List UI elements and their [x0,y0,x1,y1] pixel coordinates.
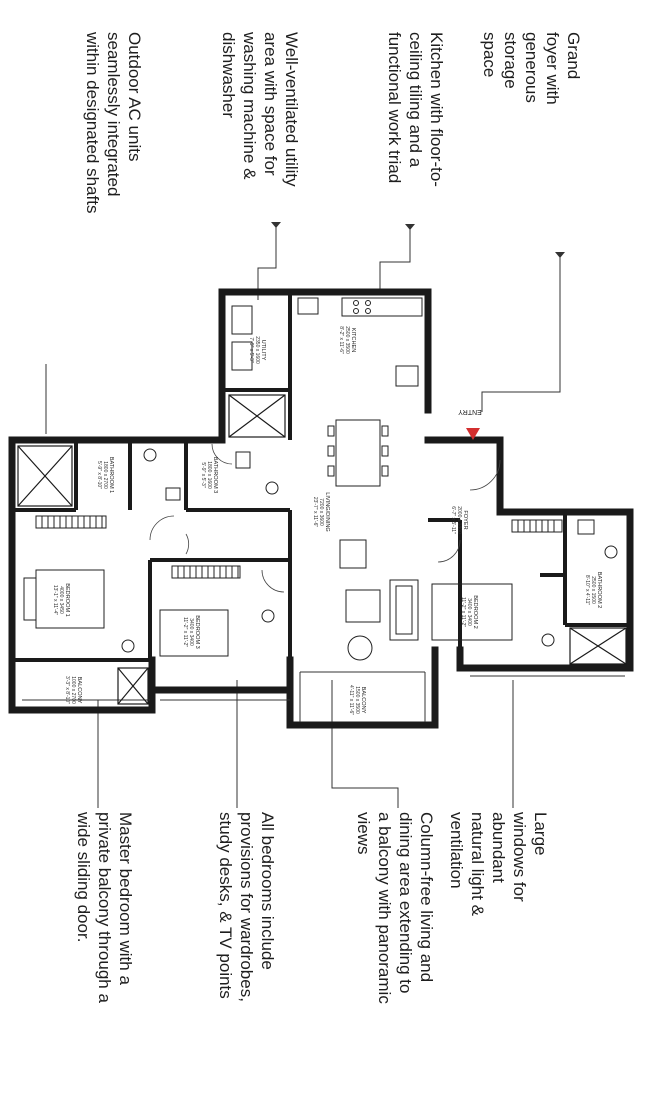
svg-text:11'-2" x 11'-2": 11'-2" x 11'-2" [460,597,466,627]
svg-text:FOYER: FOYER [462,510,468,529]
wardrobe-bedroom2 [511,519,563,533]
ac-shaft-bedroom3 [117,667,149,705]
doors [149,443,501,593]
leader-kitchen [379,226,411,294]
svg-text:2000 x 1800: 2000 x 1800 [456,506,462,534]
svg-text:7'-9" x 5'-3": 7'-9" x 5'-3" [248,337,254,362]
svg-text:3400 x 3400: 3400 x 3400 [466,598,472,626]
entry-marker [466,428,480,440]
label-bathroom1: BATHROOM 1 1800 x 2700 5'-9" x 8'-10" [96,457,114,494]
room-labels: KITCHEN 2500 x 3500 8'-2" x 11'-6" UTILI… [52,326,602,715]
label-kitchen: KITCHEN 2500 x 3500 8'-2" x 11'-6" [338,326,356,354]
svg-text:11'-2" x 11'-2": 11'-2" x 11'-2" [182,617,188,647]
svg-text:UTILITY: UTILITY [260,340,266,361]
label-utility: UTILITY 2350 x 1600 7'-9" x 5'-3" [248,336,266,364]
label-bedroom3: BEDROOM 3 3400 x 3400 11'-2" x 11'-2" [182,615,200,649]
svg-text:8'-10" x 4'-11": 8'-10" x 4'-11" [584,575,590,606]
leader-living [331,680,399,808]
wardrobe-bedroom3 [171,565,241,579]
svg-text:2350 x 1600: 2350 x 1600 [254,336,260,364]
svg-text:1500 x 3500: 1500 x 3500 [354,686,360,714]
wardrobe-bedroom1 [35,515,107,529]
leader-foyer [481,255,561,412]
ac-shaft-right [569,627,627,665]
svg-text:7200 x 3600: 7200 x 3600 [318,498,324,526]
label-foyer: FOYER 2000 x 1800 6'-7" x 5'-11" [450,506,468,534]
label-bathroom2: BATHROOM 2 2500 x 1500 8'-10" x 4'-11" [584,572,602,609]
label-bathroom3: BATHROOM 3 1800 x 1600 5'-9" x 5'-3" [200,457,218,494]
svg-text:KITCHEN: KITCHEN [350,328,356,353]
coffee-table [345,589,381,623]
ac-shaft-left [17,445,73,507]
svg-text:1800 x 2700: 1800 x 2700 [102,461,108,489]
svg-text:BATHROOM 3: BATHROOM 3 [212,457,218,494]
svg-text:BEDROOM 2: BEDROOM 2 [472,595,478,629]
svg-text:5'-9" x 8'-10": 5'-9" x 8'-10" [96,461,102,489]
svg-text:6'-7" x 5'-11": 6'-7" x 5'-11" [450,506,456,534]
wardrobes [35,515,563,579]
svg-text:BALCONY: BALCONY [360,687,366,714]
svg-text:BATHROOM 2: BATHROOM 2 [596,572,602,609]
svg-text:4000 x 3450: 4000 x 3450 [58,586,64,614]
leader-lines [45,222,565,808]
label-bedroom2: BEDROOM 2 3400 x 3400 11'-2" x 11'-2" [460,595,478,629]
svg-text:13'-1" x 11'-4": 13'-1" x 11'-4" [52,585,58,616]
svg-text:1000 x 2700: 1000 x 2700 [70,676,76,704]
svg-text:BEDROOM 3: BEDROOM 3 [194,615,200,649]
label-balcony-living: BALCONY 1500 x 3500 4'-11" x 11'-6" [348,685,366,715]
svg-text:8'-2" x 11'-6": 8'-2" x 11'-6" [338,326,344,354]
dining-table [335,419,381,487]
ac-shafts [17,394,627,705]
svg-text:3400 x 3400: 3400 x 3400 [188,618,194,646]
label-bedroom1: BEDROOM 1 4000 x 3450 13'-1" x 11'-4" [52,583,70,617]
svg-text:LIVING/DINING: LIVING/DINING [324,492,330,531]
ac-shaft-utility [228,394,286,438]
label-balcony-master: BALCONY 1000 x 2700 3'-3" x 8'-10" [64,676,82,704]
svg-text:5'-9" x 5'-3": 5'-9" x 5'-3" [200,462,206,487]
svg-text:BATHROOM 1: BATHROOM 1 [108,457,114,494]
svg-text:1800 x 1600: 1800 x 1600 [206,461,212,489]
svg-text:2500 x 3500: 2500 x 3500 [344,326,350,354]
svg-text:2500 x 1500: 2500 x 1500 [590,576,596,604]
bed-3 [159,609,229,657]
svg-text:3'-3" x 8'-10": 3'-3" x 8'-10" [64,676,70,704]
furniture [23,297,618,661]
sofa [389,579,419,641]
svg-text:BEDROOM 1: BEDROOM 1 [64,583,70,617]
window-lines [22,671,625,722]
svg-text:23'-7" x 11'-6": 23'-7" x 11'-6" [312,497,318,528]
entry-label: ENTRY [458,408,482,415]
kitchen-counter [341,297,423,317]
leader-utility [257,225,277,300]
svg-text:BALCONY: BALCONY [76,677,82,704]
svg-text:4'-11" x 11'-6": 4'-11" x 11'-6" [348,685,354,715]
walls [8,288,634,729]
label-living: LIVING/DINING 7200 x 3600 23'-7" x 11'-6… [312,492,330,531]
